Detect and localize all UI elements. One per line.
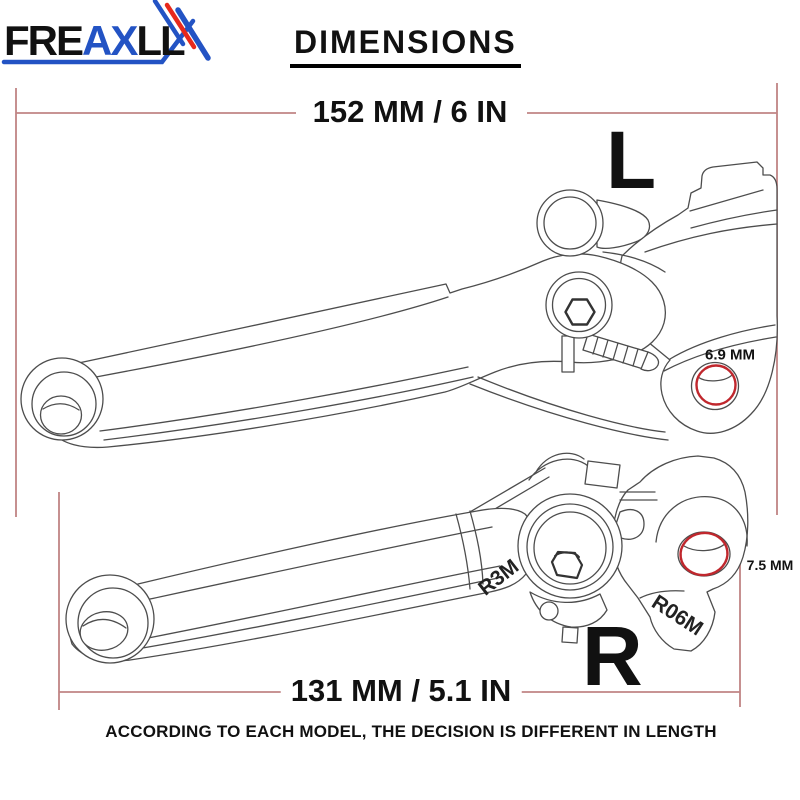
bottom-lever-drawing bbox=[65, 452, 749, 664]
top-hole-highlight-circle bbox=[695, 364, 737, 406]
bottom-hole-diameter-label: 7.5 MM bbox=[746, 557, 794, 573]
top-hole-diameter-label: 6.9 MM bbox=[704, 346, 756, 364]
footer-note: ACCORDING TO EACH MODEL, THE DECISION IS… bbox=[105, 722, 717, 741]
right-lever-letter: R bbox=[582, 609, 643, 703]
bottom-perch-boss-arc bbox=[655, 496, 748, 547]
bottom-tag-top-edge bbox=[639, 590, 685, 599]
top-blade-contour-2 bbox=[99, 366, 469, 432]
bottom-hex-nut-top bbox=[554, 551, 580, 558]
top-perch-hole-boss bbox=[690, 361, 740, 411]
top-barrel-lug bbox=[596, 199, 651, 249]
bottom-bracket-tab bbox=[561, 626, 579, 644]
bottom-blade-contour-1 bbox=[149, 526, 493, 600]
top-barrel-inner bbox=[543, 196, 597, 250]
top-blade-contour-3 bbox=[103, 376, 474, 441]
top-underside-line-2 bbox=[477, 376, 666, 433]
top-barrel-bracket-line bbox=[602, 251, 666, 273]
bottom-blade-contour-2 bbox=[142, 565, 501, 640]
bottom-strap-tab bbox=[584, 460, 621, 489]
top-bolt-cap bbox=[640, 351, 660, 372]
top-perch-strap-line-3 bbox=[644, 223, 778, 253]
top-blade-contour-1 bbox=[95, 296, 449, 378]
left-lever-letter: L bbox=[606, 115, 657, 206]
top-lever-length-label: 152 MM / 6 IN bbox=[302, 94, 518, 130]
top-pivot-inner bbox=[551, 277, 607, 333]
bottom-pivot-inner bbox=[533, 511, 607, 585]
top-pivot-pin bbox=[561, 335, 575, 373]
logo-slash-blue-1 bbox=[152, 0, 186, 47]
top-perch-strap-line-2 bbox=[690, 209, 778, 229]
bottom-hex-nut bbox=[550, 550, 584, 580]
highlight-circles bbox=[679, 364, 737, 577]
logo-text-fre: FRE bbox=[4, 17, 84, 64]
top-perch-hole-chord bbox=[697, 373, 734, 382]
bottom-ball-contour bbox=[77, 587, 149, 659]
bottom-hole-highlight-circle bbox=[679, 531, 729, 577]
bottom-pivot-mid bbox=[526, 503, 614, 591]
top-perch-hook-edge-1 bbox=[669, 324, 776, 360]
bottom-strap-band bbox=[619, 491, 658, 501]
bottom-strap-cap-arcs bbox=[528, 452, 589, 481]
logo-text-ax: AX bbox=[82, 17, 138, 64]
top-bolt-knurling bbox=[592, 336, 639, 367]
top-ball-contour bbox=[31, 371, 97, 437]
top-ball-hole bbox=[39, 395, 83, 435]
page-title: DIMENSIONS bbox=[290, 26, 521, 68]
top-perch-hook-edge-2 bbox=[663, 336, 777, 372]
top-ball-hole-chord bbox=[42, 403, 80, 411]
logo-text-ll: LL bbox=[136, 17, 185, 64]
top-lever-drawing bbox=[20, 161, 778, 449]
brand-logo: FREAXLL bbox=[4, 17, 186, 64]
bottom-ball-hole-chord bbox=[82, 618, 127, 629]
logo-underline-swoosh bbox=[1, 18, 196, 65]
top-underside-line-1 bbox=[469, 383, 669, 441]
bottom-bracket-hole bbox=[539, 601, 559, 621]
bottom-perch-hole-chord bbox=[683, 542, 727, 552]
bottom-blade-joint-lines bbox=[455, 510, 484, 590]
bottom-lever-length-label: 131 MM / 5.1 IN bbox=[280, 673, 522, 709]
logo-marks bbox=[1, 0, 211, 65]
top-hex-socket bbox=[564, 298, 596, 326]
logo-slash-blue-2 bbox=[175, 7, 211, 61]
top-perch-strap-line-1 bbox=[689, 189, 764, 212]
top-barrel-outer bbox=[536, 189, 604, 257]
logo-slash-red bbox=[164, 2, 197, 50]
bottom-blade-contour-3 bbox=[136, 577, 499, 650]
